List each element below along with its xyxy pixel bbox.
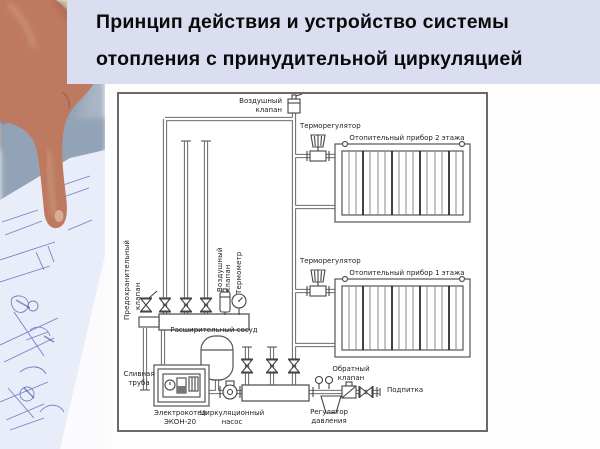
pressure-regulator-icon	[312, 375, 342, 414]
safety-valve-icon	[138, 290, 160, 328]
drain-pipe-label: Сливная труба	[123, 370, 155, 388]
air-valve-top-icon	[287, 94, 303, 114]
expansion-vessel-label: Расширительный сосуд	[170, 326, 258, 334]
boiler-label: Электрокотел ЭКОН-20	[153, 409, 207, 427]
slide-title-bar: Принцип действия и устройство системы от…	[67, 0, 600, 84]
fingernail	[54, 210, 64, 222]
radiator-1	[334, 275, 471, 358]
slide-title-line2: отопления с принудительной циркуляцией	[96, 48, 523, 70]
safety-valve-label-line1: Предохранительный	[123, 239, 131, 320]
thermostat-2-icon	[306, 134, 330, 162]
thermostat-2-label: Терморегулятор	[300, 122, 361, 130]
thermometer-gauge-icon	[231, 293, 247, 315]
pressure-regulator-label: Регулятор давления	[310, 408, 348, 426]
slide-title-line1: Принцип действия и устройство системы	[96, 11, 509, 33]
thermometer-label: Термометр	[235, 251, 243, 295]
makeup-valve-icon	[358, 385, 374, 399]
diagram-line-art	[138, 94, 471, 414]
air-valve-mid-label: Воздушный клапан	[216, 247, 232, 292]
heating-system-diagram: Воздушный клапан Терморегулятор Отопител…	[117, 92, 488, 432]
check-valve-icon	[341, 381, 357, 399]
return-manifold	[241, 384, 310, 402]
thermostat-1-label: Терморегулятор	[300, 257, 361, 265]
radiator-1-label: Отопительный прибор 1 этажа	[349, 269, 465, 277]
thermostat-1-icon	[306, 269, 330, 297]
air-valve-mid-icon	[219, 288, 231, 315]
makeup-label: Подпитка	[387, 386, 424, 394]
blueprint-paper	[0, 150, 105, 449]
boiler-icon	[153, 364, 210, 407]
radiator-2	[334, 140, 471, 223]
safety-valve-label-line2: клапан	[134, 282, 142, 310]
pump-label: Циркуляционный насос	[199, 409, 265, 427]
air-valve-top-label: Воздушный клапан	[239, 97, 282, 115]
blueprint-sketch-lines	[0, 175, 93, 431]
radiator-2-label: Отопительный прибор 2 этажа	[349, 134, 465, 142]
pump-icon	[219, 380, 241, 400]
check-valve-label: Обратный клапан	[332, 365, 370, 383]
